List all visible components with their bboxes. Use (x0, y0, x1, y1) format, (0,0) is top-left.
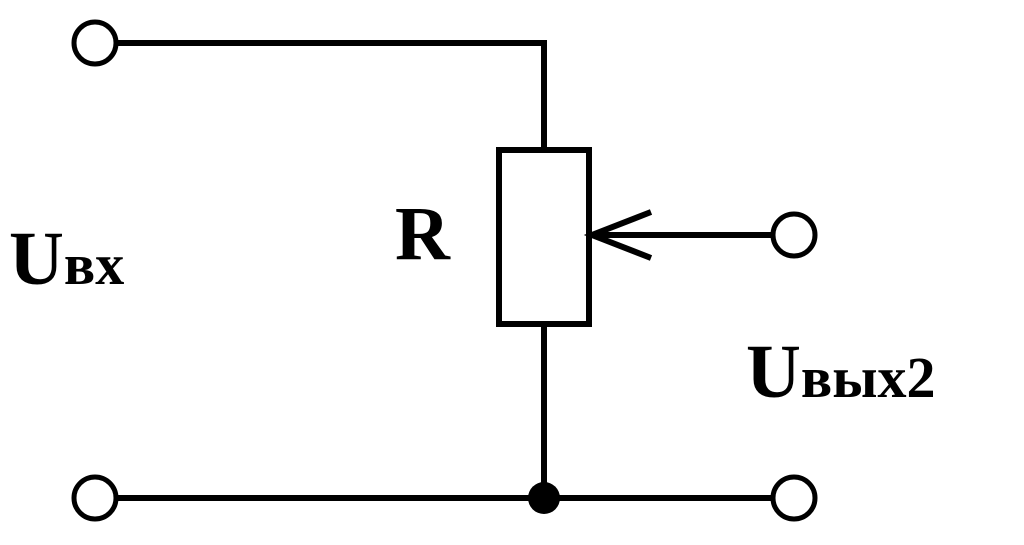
input-voltage-subscript: вх (64, 232, 124, 297)
output-voltage-subscript: вых2 (801, 345, 936, 410)
top-input-wire (117, 40, 547, 150)
resistor-label: R (395, 192, 451, 276)
output-bottom-terminal (770, 474, 818, 522)
input-top-terminal (71, 19, 119, 67)
output-voltage-label: Uвых2 (746, 330, 936, 414)
junction-dot (528, 482, 560, 514)
input-voltage-label: Uвх (9, 217, 124, 301)
input-voltage-main: U (9, 217, 64, 301)
output-voltage-main: U (746, 330, 801, 414)
input-bottom-terminal (71, 474, 119, 522)
output-wiper-terminal (770, 211, 818, 259)
resistor-body (496, 147, 592, 327)
wiper-arrowhead (583, 209, 653, 261)
